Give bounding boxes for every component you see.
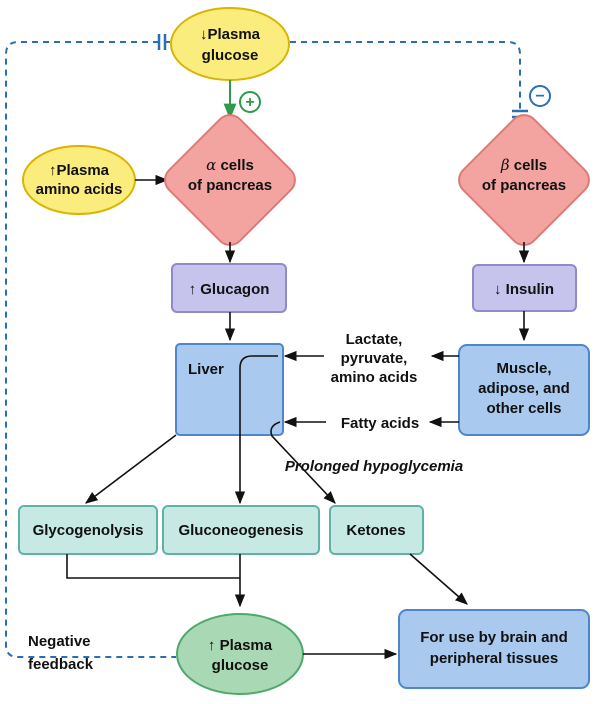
negative-feedback-loop-left [5, 41, 176, 658]
beta-cells-line2: of pancreas [482, 177, 566, 194]
liver-node [175, 343, 284, 436]
brain-peripheral-node [398, 609, 590, 689]
glycogenolysis-merge-line [66, 554, 240, 579]
negative-feedback-line1: Negative [28, 633, 91, 650]
minus-icon: − [529, 85, 551, 107]
substrates-line2: pyruvate, [341, 350, 408, 367]
alpha-cells-node [164, 114, 296, 246]
alpha-cells-line2: of pancreas [188, 177, 272, 194]
high-plasma-glucose-node [176, 613, 304, 695]
low-plasma-glucose-node [170, 7, 290, 81]
glucagon-label: ↑ Glucagon [189, 281, 270, 298]
ketones-node [329, 505, 424, 555]
liver-label: Liver [188, 361, 224, 378]
insulin-label: ↓ Insulin [494, 281, 554, 298]
high-plasma-glucose-line1: ↑ Plasma [208, 637, 273, 654]
glycogenolysis-label: Glycogenolysis [33, 522, 144, 539]
brain-line2: peripheral tissues [430, 650, 558, 667]
high-plasma-glucose-line2: glucose [212, 657, 269, 674]
fatty-acids-label: Fatty acids [341, 415, 419, 432]
plus-icon: + [239, 91, 261, 113]
substrates-line1: Lactate, [346, 331, 403, 348]
substrates-line3: amino acids [331, 369, 418, 386]
ketones-to-brain-arrow [409, 553, 468, 605]
liver-to-glycogenolysis-arrow [84, 434, 177, 504]
beta-cells-node [458, 114, 590, 246]
svg-text:+: + [245, 94, 254, 111]
svg-text:−: − [535, 88, 544, 105]
low-plasma-glucose-line2: glucose [202, 47, 259, 64]
glycogenolysis-node [18, 505, 158, 555]
plasma-amino-acids-line1: ↑Plasma [49, 162, 110, 179]
plasma-amino-acids-line2: amino acids [36, 181, 123, 198]
muscle-line2: adipose, and [478, 380, 570, 397]
inhibit-bar-left [157, 34, 167, 50]
plasma-amino-acids-node [22, 145, 136, 215]
negative-feedback-line2: feedback [28, 656, 94, 673]
gluconeogenesis-node [162, 505, 320, 555]
negative-feedback-loop-right [290, 41, 521, 112]
liver-to-gluconeogenesis-arrow [234, 355, 278, 505]
gluconeogenesis-label: Gluconeogenesis [178, 522, 303, 539]
muscle-line1: Muscle, [496, 360, 551, 377]
beta-cells-line1: β cells [500, 156, 547, 174]
ketones-label: Ketones [346, 522, 405, 539]
low-plasma-glucose-line1: ↓Plasma [200, 26, 261, 43]
muscle-adipose-node [458, 344, 590, 436]
glucagon-node [171, 263, 287, 313]
prolonged-hypoglycemia-label: Prolonged hypoglycemia [285, 458, 463, 475]
alpha-cells-line1: α cells [206, 156, 254, 174]
liver-to-ketones-arrow [270, 421, 336, 504]
brain-line1: For use by brain and [420, 629, 568, 646]
muscle-line3: other cells [486, 400, 561, 417]
